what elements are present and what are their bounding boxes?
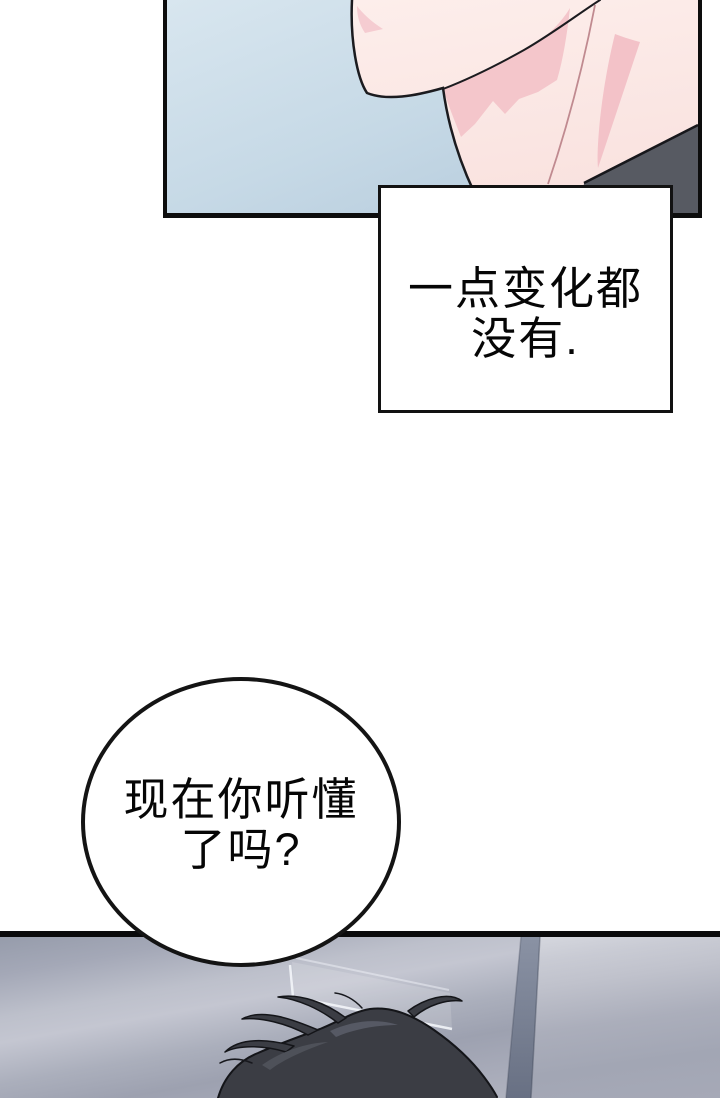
hair-highlight <box>262 1042 328 1070</box>
bottom-panel-artwork <box>217 937 541 1098</box>
neck-streak-shadow <box>597 34 640 168</box>
blurred-frame-edge-2 <box>295 957 450 991</box>
hair-spike <box>277 995 347 1024</box>
caption-line-1: 一点变化都 <box>407 263 643 314</box>
caption-box: 一点变化都 没有. <box>378 185 673 413</box>
wall-right-background <box>523 937 720 1098</box>
hair-highlight <box>330 1021 398 1037</box>
neck-tendon-line <box>547 4 596 185</box>
hair-strand <box>219 1058 253 1064</box>
door-edge-pillar <box>506 937 540 1098</box>
hair-mass <box>219 1008 497 1098</box>
chin-shadow <box>357 6 383 33</box>
shoulder-outline <box>583 123 698 185</box>
chin-neck-outline <box>350 0 481 213</box>
pillar-edge-left <box>505 937 522 1098</box>
bubble-line-1: 现在你听懂 <box>123 774 359 825</box>
hair-outline <box>217 1007 498 1098</box>
hair-spike <box>241 1013 319 1036</box>
hair-strand <box>334 992 363 1009</box>
top-panel-artwork <box>167 0 698 213</box>
bottom-panel <box>0 931 720 1098</box>
hair-spike <box>407 995 463 1018</box>
jaw-outline <box>442 0 601 90</box>
character-hair <box>217 992 498 1098</box>
under-jaw-shadow <box>443 8 570 137</box>
speech-bubble: 现在你听懂 了吗? <box>81 677 401 967</box>
caption-line-2: 没有. <box>471 313 580 364</box>
pillar-edge-right <box>530 937 541 1098</box>
bubble-line-2: 了吗? <box>180 824 302 875</box>
hair-spike <box>224 1039 295 1053</box>
